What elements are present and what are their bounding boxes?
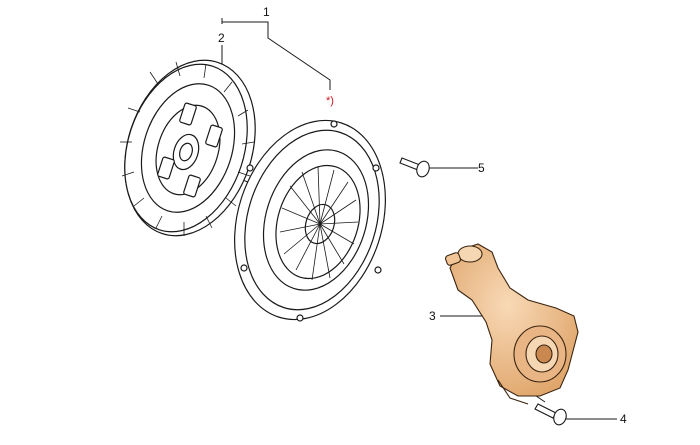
bolt-5-head (416, 160, 430, 178)
damper-spring (179, 102, 197, 126)
friction-segments (120, 61, 255, 236)
bolt-part-4 (534, 403, 567, 426)
slave-cylinder-port (457, 245, 483, 263)
slave-cylinder-flange (497, 379, 529, 405)
damper-spring (205, 124, 223, 148)
slave-cylinder (445, 243, 579, 405)
damper-spring (157, 156, 175, 180)
bolt-4-shank (534, 403, 557, 419)
damper-spring (183, 174, 201, 198)
clutch-disc-hub-bore (179, 142, 193, 162)
callout-1: 1 (263, 5, 270, 19)
slave-cylinder-nipple (445, 252, 461, 266)
bolt-4-head (553, 408, 567, 426)
pressure-plate (234, 119, 386, 322)
callout-4: 4 (620, 412, 627, 426)
callout-2: 2 (218, 31, 225, 45)
clutch-disc (120, 59, 256, 237)
slave-cylinder-bore (535, 344, 553, 364)
diaphragm-fingers (279, 165, 359, 281)
bolt-part-5 (399, 157, 430, 178)
callout-note-mark: *) (326, 95, 334, 107)
cover-bolt-holes (240, 120, 382, 322)
callout-5: 5 (478, 161, 485, 175)
callout-3: 3 (429, 309, 436, 323)
